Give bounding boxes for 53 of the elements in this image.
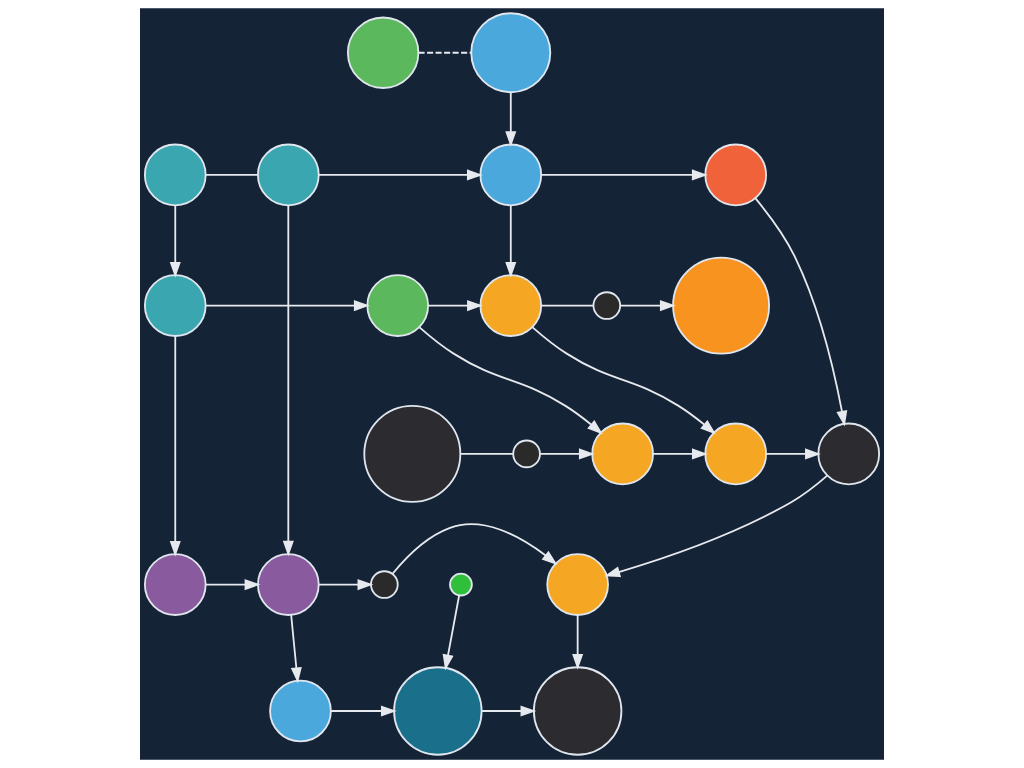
arrow <box>427 300 483 312</box>
node-circle <box>479 143 543 207</box>
node-circle <box>370 570 399 599</box>
node-circle <box>366 274 430 337</box>
node-circle <box>269 679 332 743</box>
node-circle <box>546 553 609 616</box>
arrow <box>391 523 558 575</box>
node-circle <box>257 143 320 207</box>
node-circle <box>532 666 623 756</box>
arrow <box>204 579 261 591</box>
node-circle <box>449 572 473 597</box>
arrow <box>282 204 294 557</box>
connector <box>417 51 473 54</box>
node-circle <box>143 274 207 337</box>
node-circle <box>470 12 552 94</box>
node-circle <box>704 143 767 207</box>
arrow <box>169 204 181 278</box>
arrow <box>754 197 848 427</box>
arrow <box>204 300 370 312</box>
arrow <box>539 448 595 460</box>
node-circle <box>479 274 543 337</box>
arrow <box>318 579 374 591</box>
arrow <box>505 91 517 148</box>
node-circle <box>704 422 767 486</box>
node-circle <box>393 666 483 756</box>
arrow <box>442 594 461 671</box>
arrow <box>290 613 302 684</box>
connector <box>204 174 259 176</box>
arrow <box>540 169 708 181</box>
arrow <box>505 204 517 278</box>
node-circle <box>143 553 207 616</box>
node-circle <box>512 439 541 469</box>
arrow <box>765 448 821 460</box>
connector <box>459 453 515 455</box>
node-circle <box>592 291 622 320</box>
connector <box>540 304 594 307</box>
arrow <box>619 300 676 312</box>
arrow <box>317 169 483 181</box>
arrow <box>481 705 537 717</box>
node-circle <box>346 16 420 89</box>
arrow <box>330 705 397 717</box>
node-circle <box>817 422 881 486</box>
arrow <box>652 448 708 460</box>
node-circle <box>363 404 462 503</box>
node-circle <box>591 422 654 486</box>
node-circle <box>143 143 207 207</box>
arrow <box>418 326 603 435</box>
arrow <box>169 335 181 557</box>
node-circle <box>257 553 320 616</box>
node-circle <box>672 256 771 355</box>
arrow <box>572 614 584 670</box>
arrow <box>604 474 829 578</box>
arrow <box>531 326 716 435</box>
